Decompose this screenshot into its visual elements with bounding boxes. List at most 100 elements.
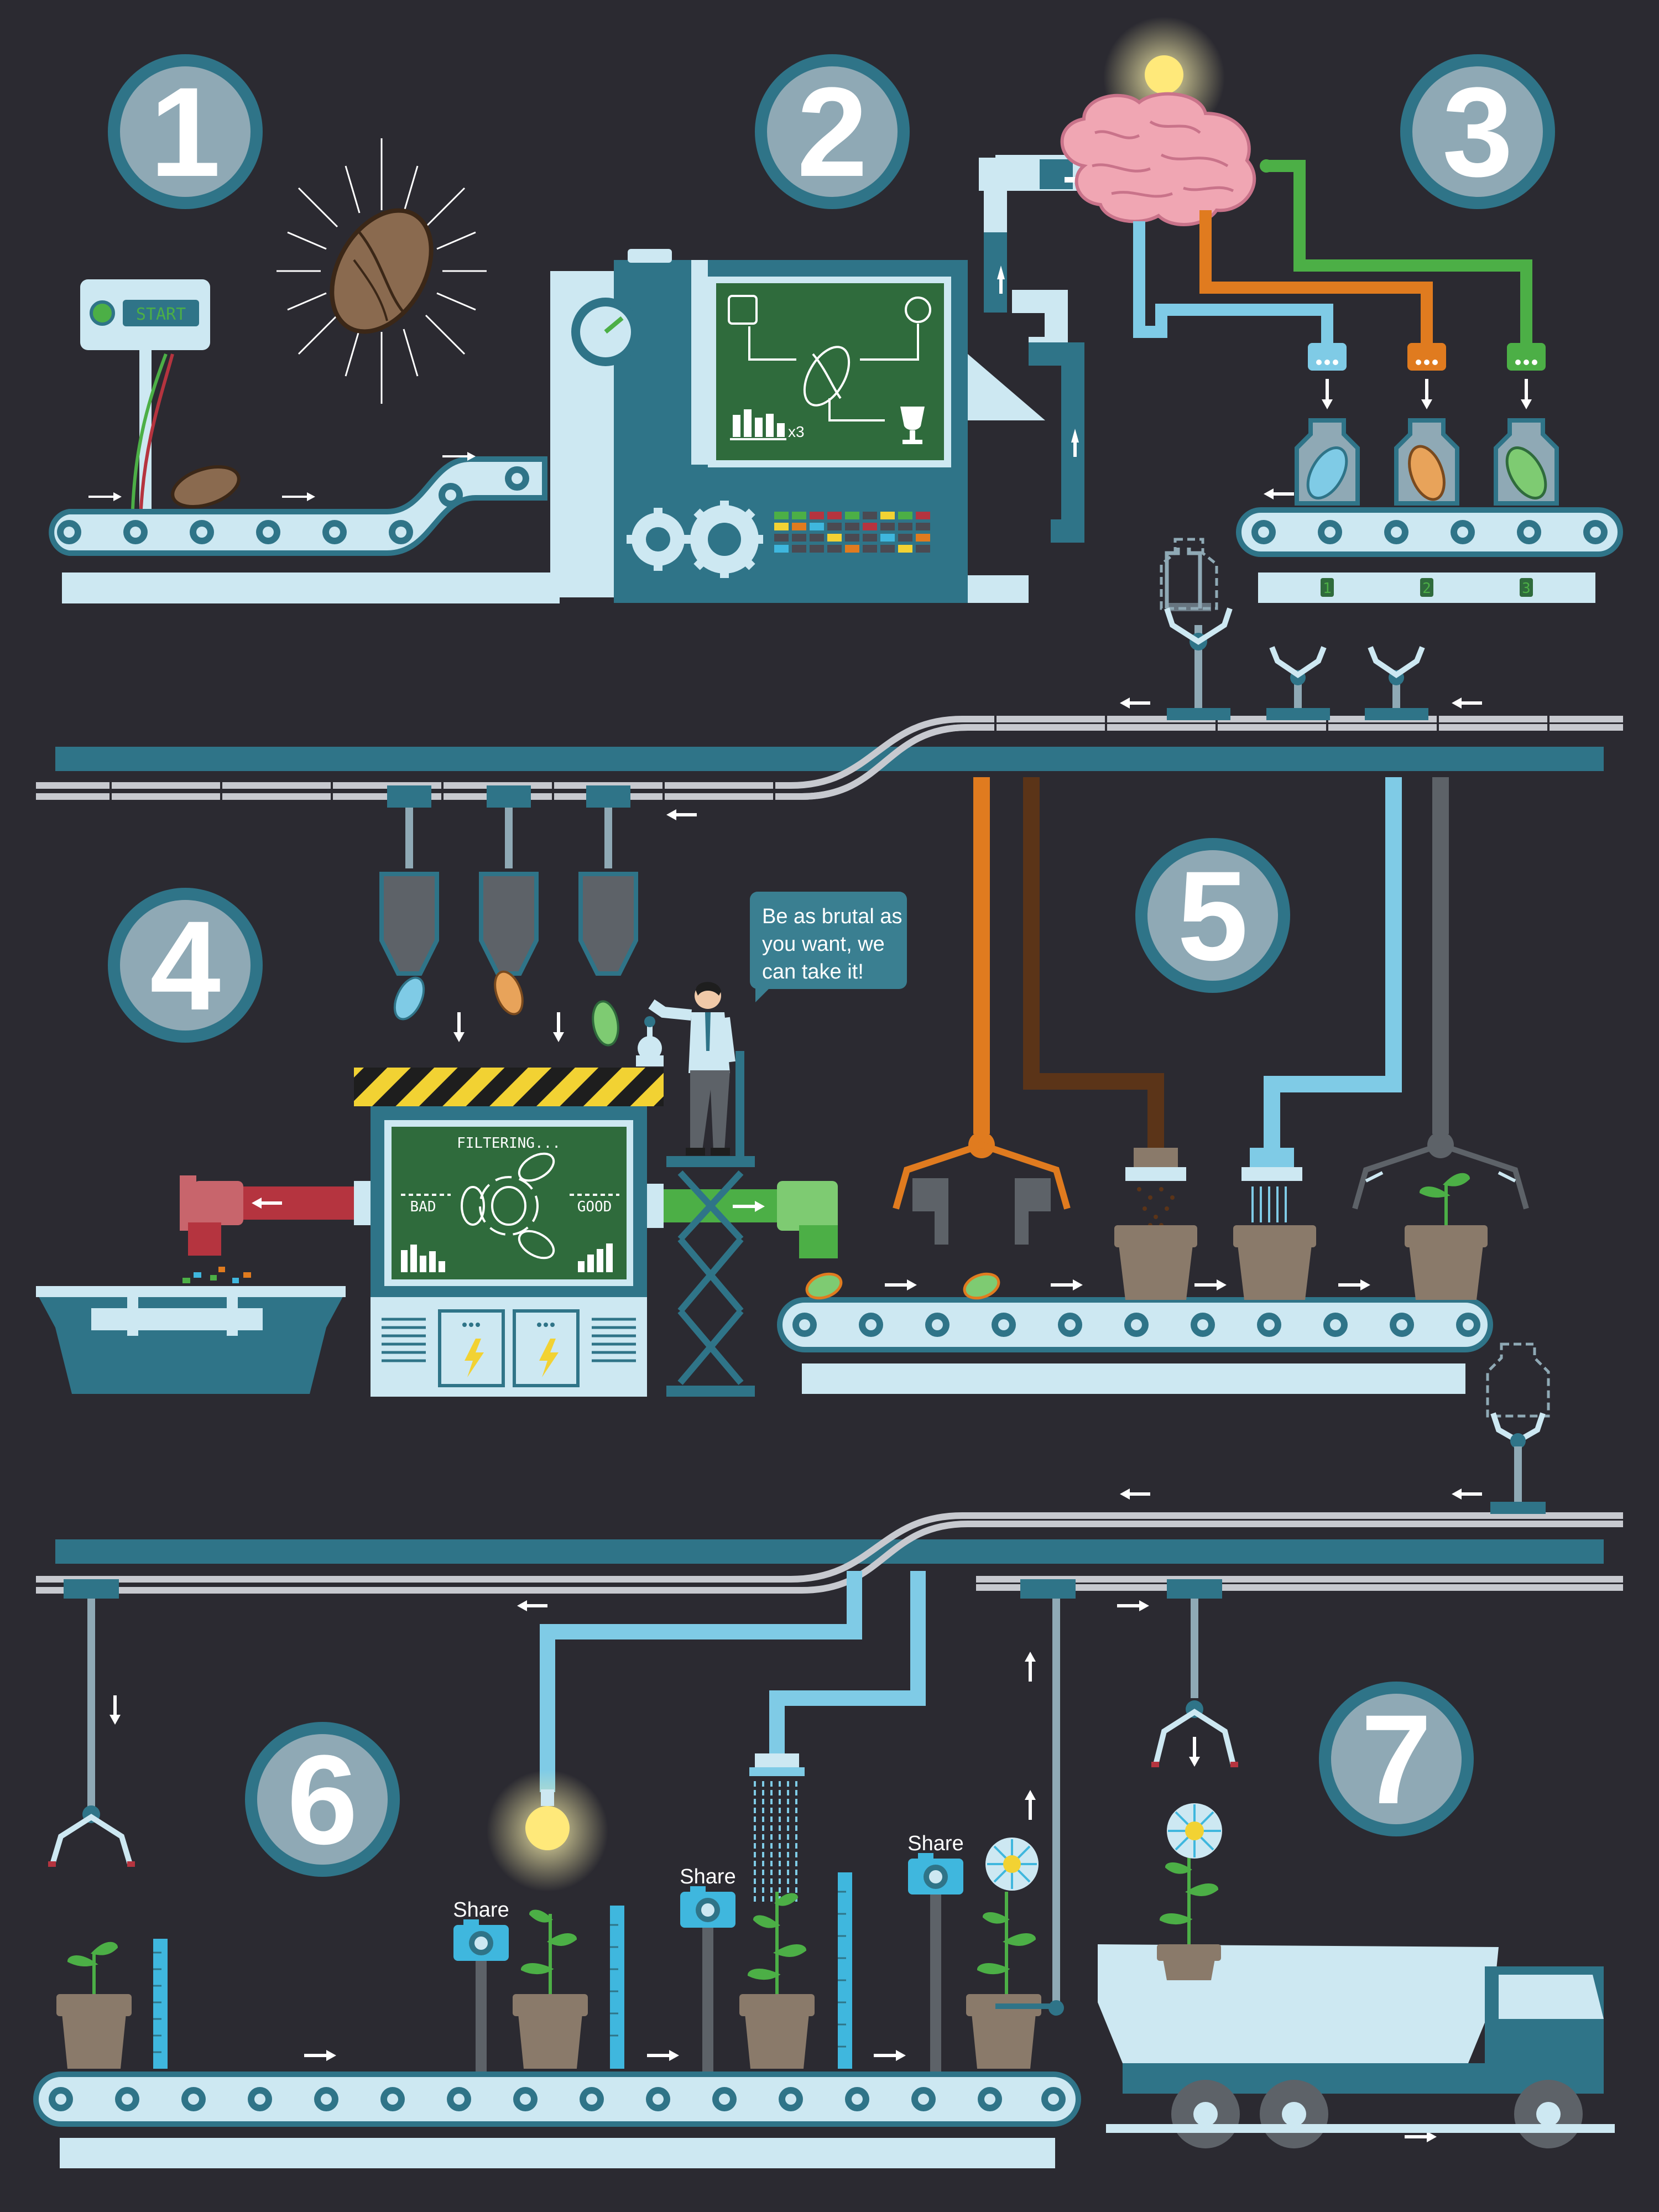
- arrow-icon: [666, 698, 1482, 820]
- step-number: 3: [1442, 61, 1513, 203]
- operator-lift: [636, 1016, 755, 1397]
- seed-icon: [592, 1000, 619, 1047]
- filter-machine: FILTERING... BAD GOOD: [354, 1068, 664, 1397]
- share-camera-3[interactable]: Share: [907, 1832, 964, 2072]
- pots-step-6: [56, 1994, 1041, 2069]
- step-number: 2: [797, 61, 868, 203]
- overhead-rail-2: [36, 1512, 1623, 1594]
- claw-step-6-left: [48, 1579, 135, 1867]
- start-panel[interactable]: START: [80, 279, 210, 512]
- step-badge-7: 7: [1319, 1682, 1474, 1836]
- seed-jars: [1295, 418, 1559, 506]
- seed-burst-icon: [276, 138, 487, 404]
- indicator-lights: [774, 512, 930, 553]
- step-badge-4: 4: [108, 888, 263, 1043]
- pipes-step-6: [540, 1571, 926, 1792]
- step-badge-2: 2: [755, 54, 910, 209]
- share-label: Share: [907, 1832, 963, 1855]
- seed-icon: [393, 976, 425, 1021]
- filter-title: FILTERING...: [457, 1135, 561, 1152]
- step-number: 5: [1177, 845, 1248, 987]
- shower-head: [749, 1753, 805, 1903]
- water-nozzle: [1241, 1148, 1302, 1222]
- bubble-line-3: can take it!: [762, 960, 864, 983]
- camera-icon: [680, 1886, 735, 1928]
- arrow-icon: [885, 1279, 1370, 1290]
- step-badge-6: 6: [245, 1722, 400, 1877]
- bubble-line-2: you want, we: [762, 933, 885, 956]
- reject-skip-bin: [36, 1267, 346, 1394]
- growth-rulers: [153, 1872, 852, 2069]
- seed-icon: [494, 970, 524, 1016]
- seed-icon: [805, 1272, 1000, 1300]
- gear-icon: [627, 501, 763, 578]
- step-number: 4: [150, 894, 221, 1037]
- step-badge-1: 1: [108, 54, 263, 209]
- grabber-claw: [1352, 1132, 1529, 1210]
- share-label: Share: [680, 1865, 735, 1888]
- arrow-icon: [453, 1012, 564, 1042]
- bin-label: 2: [1422, 580, 1431, 597]
- jar-bin-labels: 1 2 3: [1321, 578, 1533, 597]
- share-camera-2[interactable]: Share: [680, 1865, 736, 2072]
- seed-icon: [1408, 445, 1446, 501]
- step-badge-3: 3: [1400, 54, 1555, 209]
- hanging-jar-claws: [379, 785, 638, 1047]
- jar-pipes: [1133, 159, 1532, 343]
- planter-claw: [893, 1132, 1071, 1245]
- arrow-icon: [1264, 488, 1294, 499]
- good-pipe: [647, 1181, 838, 1258]
- arrow-icon: [517, 1488, 1482, 1611]
- machine-pipes: [979, 155, 1089, 543]
- bin-label: 3: [1522, 580, 1531, 597]
- brain-icon: [1060, 92, 1256, 226]
- start-label: START: [136, 305, 186, 324]
- sprout-icon: [67, 1942, 118, 1994]
- dump-truck: [1098, 1803, 1615, 2148]
- conveyor-belt-1: [49, 456, 560, 603]
- share-camera-1[interactable]: Share: [453, 1898, 509, 2072]
- trophy-icon: [900, 407, 925, 444]
- arrow-icon: [88, 452, 476, 501]
- soil-nozzle: [1125, 1148, 1186, 1227]
- step-number: 6: [287, 1729, 358, 1871]
- step-number: 1: [150, 61, 221, 203]
- pots-step-5: [1114, 1173, 1488, 1300]
- bar-chart-icon: [730, 409, 786, 440]
- analysis-machine: x3: [550, 249, 1045, 603]
- conveyor-belt-6: [33, 2072, 1081, 2168]
- seed-icon: [1505, 446, 1547, 500]
- step-badge-5: 5: [1135, 838, 1290, 993]
- reject-pipe: [180, 1175, 371, 1256]
- feedback-speech-bubble: Be as brutal as you want, we can take it…: [750, 892, 907, 1002]
- filter-bad-label: BAD: [410, 1199, 436, 1215]
- overhead-rail-1: [36, 715, 1623, 802]
- camera-icon: [908, 1853, 963, 1894]
- seed-icon: [171, 465, 241, 508]
- lightbulb-icon: [487, 1770, 608, 1892]
- share-label: Share: [453, 1898, 509, 1922]
- arm-step-6: [995, 1579, 1076, 2016]
- claw-step-7: [1151, 1579, 1238, 1767]
- filter-good-label: GOOD: [577, 1199, 612, 1215]
- sprout-icon: [1419, 1173, 1470, 1225]
- sprout-icon: [747, 1892, 807, 1994]
- planting-pipes: [973, 777, 1449, 1148]
- sprout-icon: [520, 1909, 577, 1994]
- step-number: 7: [1361, 1688, 1432, 1830]
- arrow-icon: [1322, 379, 1532, 409]
- multiplier-label: x3: [788, 423, 805, 440]
- robotic-claw-step-5-exit: [1486, 1342, 1550, 1514]
- bin-label: 1: [1323, 580, 1332, 597]
- bubble-line-1: Be as brutal as: [762, 905, 902, 928]
- operator-person: [648, 982, 735, 1156]
- lightning-icon: [465, 1339, 559, 1377]
- camera-icon: [453, 1919, 509, 1961]
- arrow-icon: [304, 2050, 1437, 2142]
- flower-icon: [1159, 1803, 1222, 1944]
- flower-icon: [977, 1838, 1039, 1994]
- seed-icon: [1306, 446, 1348, 500]
- conveyor-belt-5: [777, 1297, 1493, 1394]
- jar-nozzles: [1308, 343, 1546, 371]
